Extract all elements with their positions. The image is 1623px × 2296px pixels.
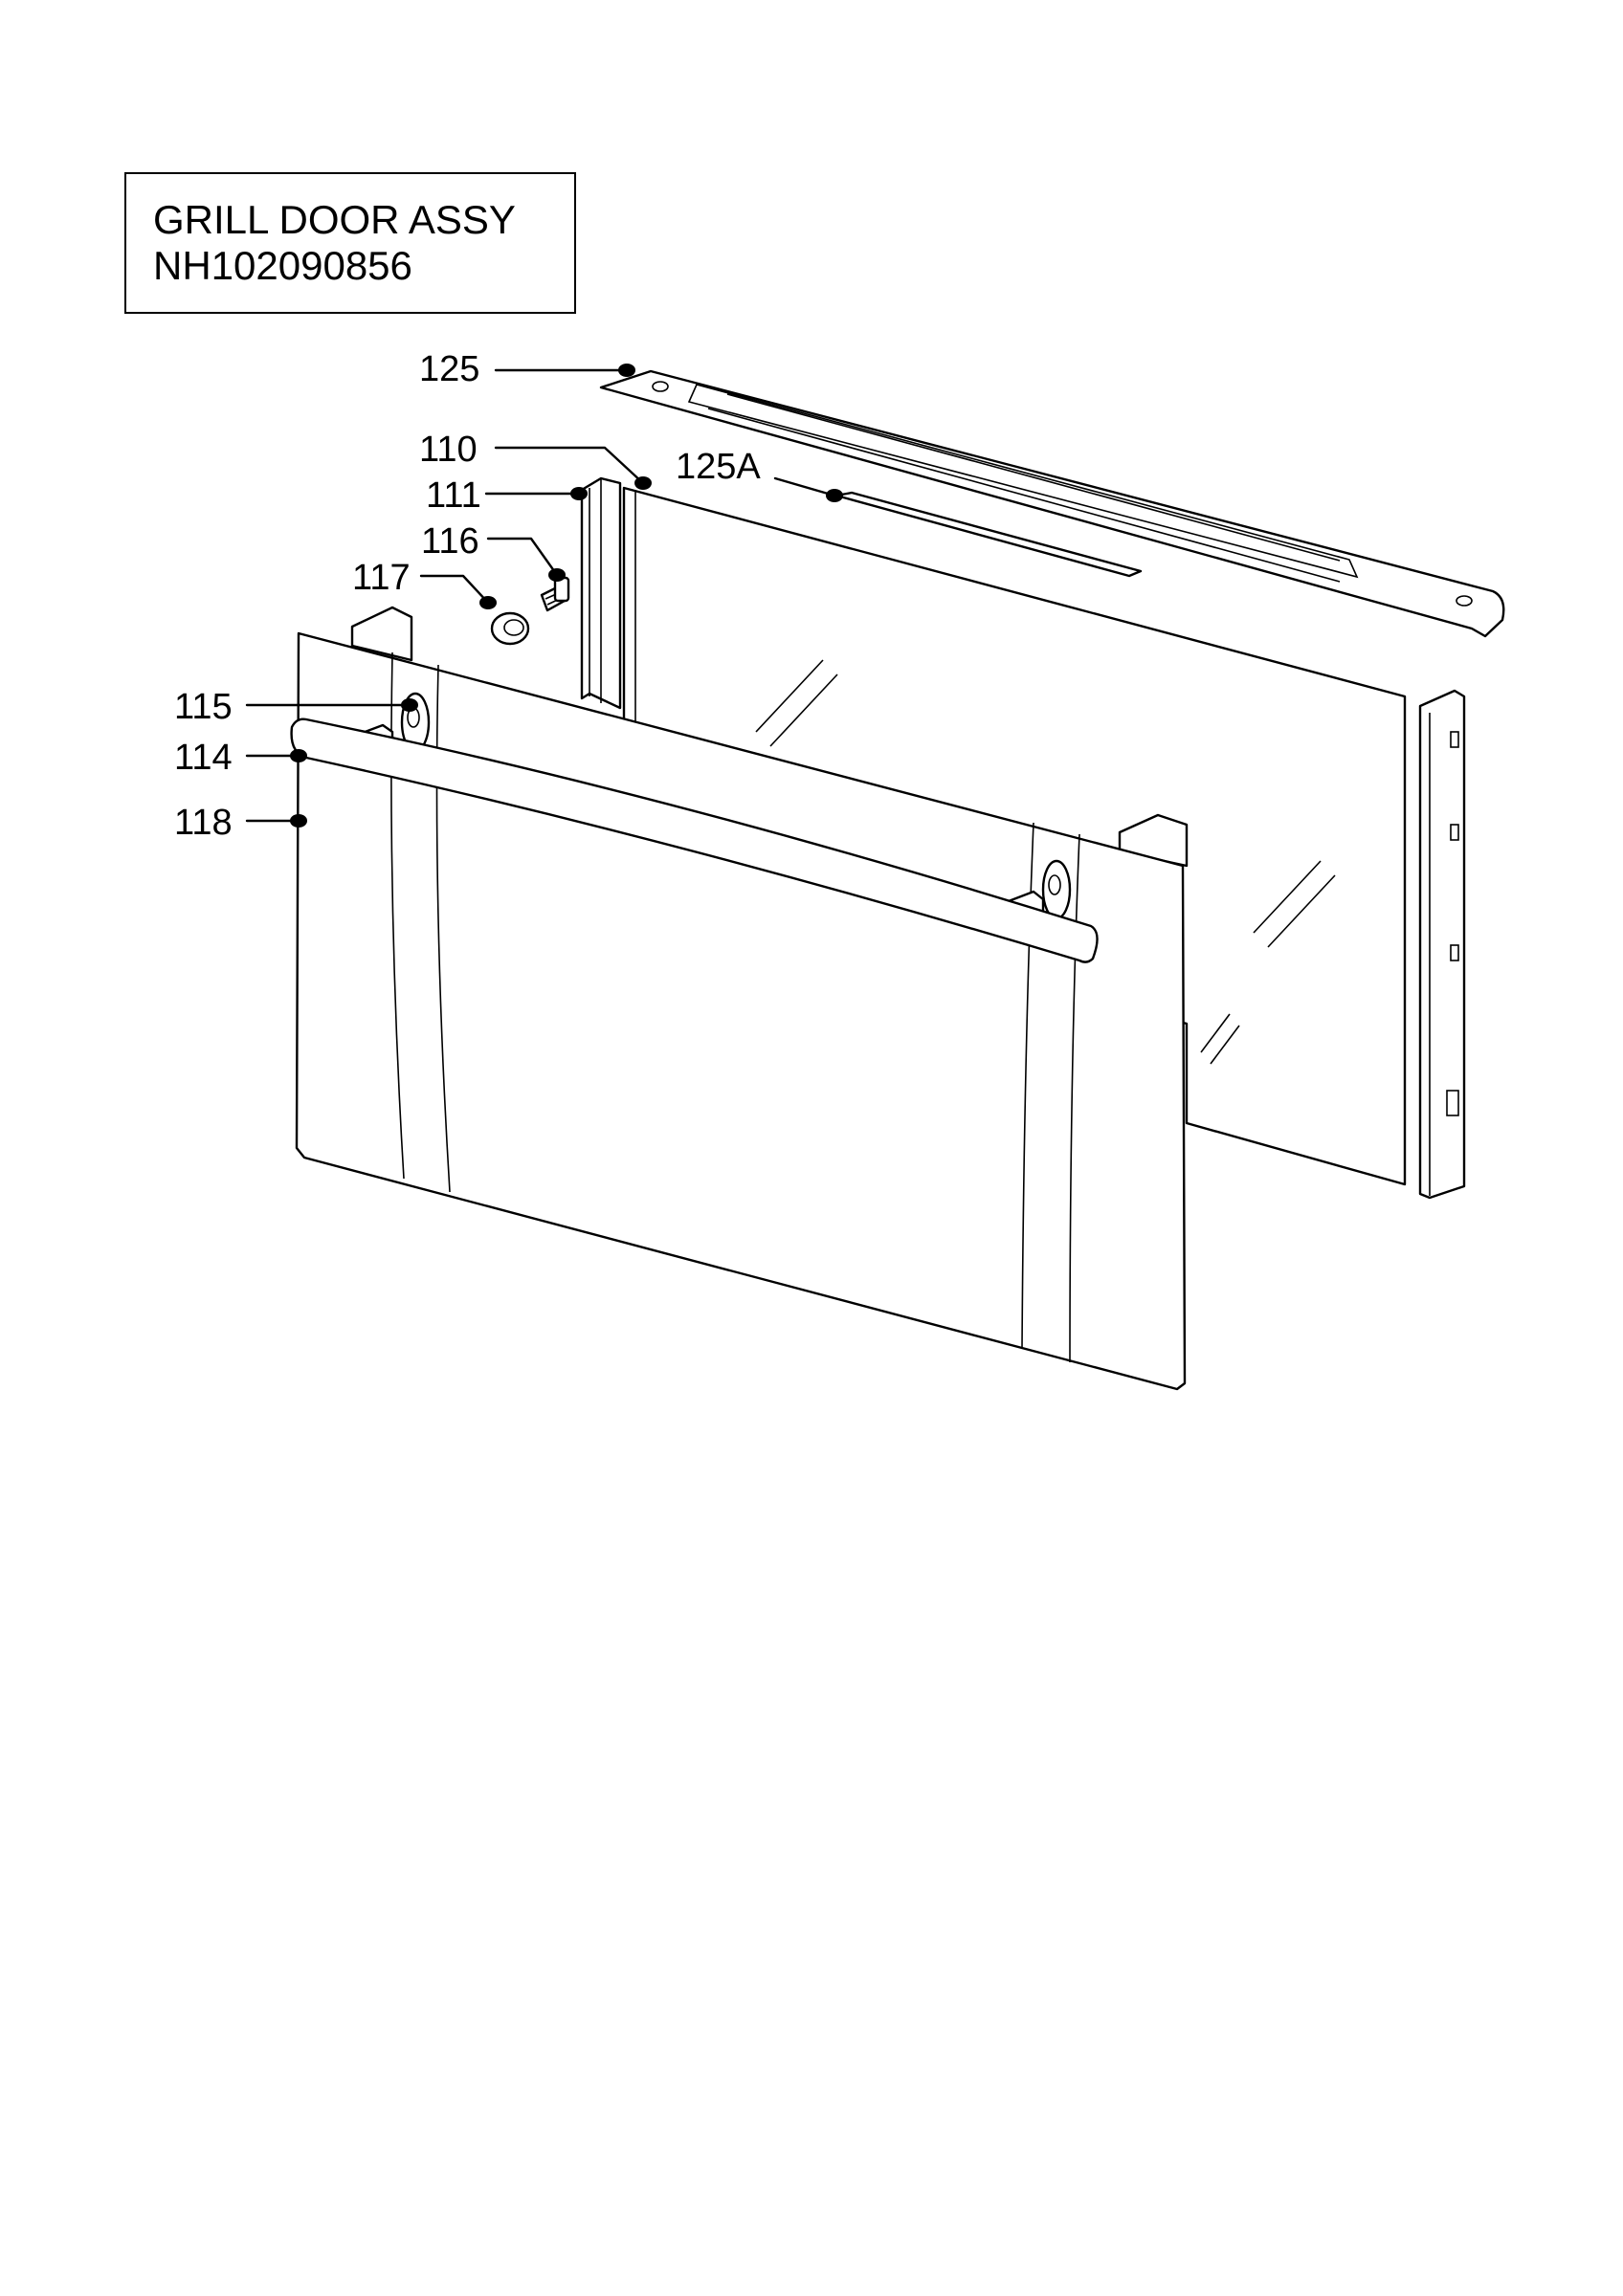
part-number: NH102090856	[153, 243, 412, 288]
title-box: GRILL DOOR ASSY NH102090856	[124, 172, 576, 314]
leader-117	[419, 574, 490, 605]
part-111-seal-strip	[580, 476, 622, 710]
leader-116	[486, 537, 559, 577]
callout-114: 114	[174, 738, 233, 778]
part-118-door-panel	[295, 606, 1189, 1391]
part-117-washer	[490, 611, 530, 646]
callout-117: 117	[352, 558, 411, 598]
leader-lines	[245, 368, 836, 823]
callout-dots	[290, 364, 843, 828]
callout-118: 118	[174, 803, 233, 843]
callout-125a: 125A	[676, 447, 761, 487]
callout-110: 110	[419, 430, 478, 470]
part-125-top-trim	[599, 369, 1505, 638]
callout-111: 111	[426, 475, 481, 516]
right-side-bracket	[1418, 689, 1466, 1200]
part-114-door-handle	[290, 718, 1099, 963]
leader-125a	[773, 476, 836, 497]
leader-110	[494, 446, 645, 485]
callout-116: 116	[421, 521, 479, 562]
callout-115: 115	[174, 687, 233, 727]
callout-labels: 125 110 111 125A 116 117 115 114 118	[174, 349, 761, 843]
callout-125: 125	[419, 349, 479, 389]
part-125a-inner-strip	[834, 491, 1143, 578]
assembly-name: GRILL DOOR ASSY	[153, 197, 516, 242]
part-116-screw	[540, 576, 570, 612]
